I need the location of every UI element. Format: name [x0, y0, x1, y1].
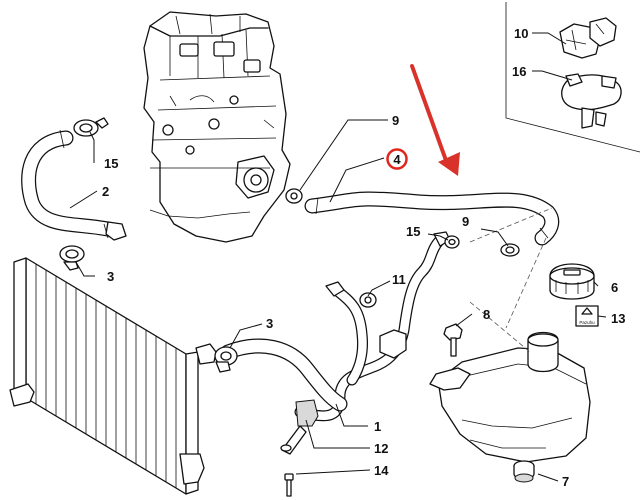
cap-6 — [549, 263, 595, 300]
callout-14: 14 — [374, 463, 389, 478]
inset-detail-panel: 10 16 — [505, 2, 641, 153]
callout-15a: 15 — [104, 156, 118, 171]
hose-2 — [21, 129, 127, 241]
callout-10: 10 — [514, 26, 528, 41]
callout-9b: 9 — [462, 214, 469, 229]
callout-11: 11 — [392, 272, 406, 287]
hose-4 — [304, 191, 560, 246]
callout-3b: 3 — [266, 316, 273, 331]
callout-13: 13 — [611, 311, 625, 326]
callout-16: 16 — [512, 64, 526, 79]
callout-7: 7 — [562, 474, 569, 489]
clamp-3-left — [59, 245, 85, 271]
clamp-15-center — [444, 235, 460, 249]
bolt-8 — [443, 323, 463, 357]
clamp-11 — [359, 292, 377, 308]
bolt-14 — [284, 473, 294, 497]
red-arrow — [410, 64, 460, 176]
engine-block — [143, 11, 291, 243]
clamp-9-right — [500, 243, 520, 257]
part-16-wiring-harness — [561, 73, 622, 129]
clamp-9-engine — [285, 188, 303, 204]
callout-9a: 9 — [392, 113, 399, 128]
expansion-tank — [429, 207, 591, 463]
callout-1: 1 — [374, 419, 381, 434]
pipe-assembly-1 — [220, 231, 451, 422]
radiator — [9, 257, 217, 495]
clamp-3-center — [214, 346, 238, 373]
callout-2: 2 — [102, 184, 109, 199]
warning-label-text: Pazuhu — [579, 320, 595, 325]
callout-3a: 3 — [107, 269, 114, 284]
bracket-12 — [280, 399, 319, 455]
plug-7 — [513, 460, 535, 483]
callout-6: 6 — [611, 280, 618, 295]
part-10-sensor-clip — [559, 17, 617, 59]
callout-4-highlight: 4 — [386, 148, 408, 170]
leader-lines — [69, 119, 607, 482]
warning-label-13: Pazuhu — [575, 305, 599, 327]
callout-labels: 9 4 15 2 3 15 9 11 6 8 13 3 1 12 14 7 — [102, 113, 625, 489]
callout-15b: 15 — [406, 224, 420, 239]
callout-8: 8 — [483, 307, 490, 322]
clamp-15-upper — [73, 117, 109, 137]
callout-4: 4 — [393, 152, 401, 167]
callout-12: 12 — [374, 441, 388, 456]
